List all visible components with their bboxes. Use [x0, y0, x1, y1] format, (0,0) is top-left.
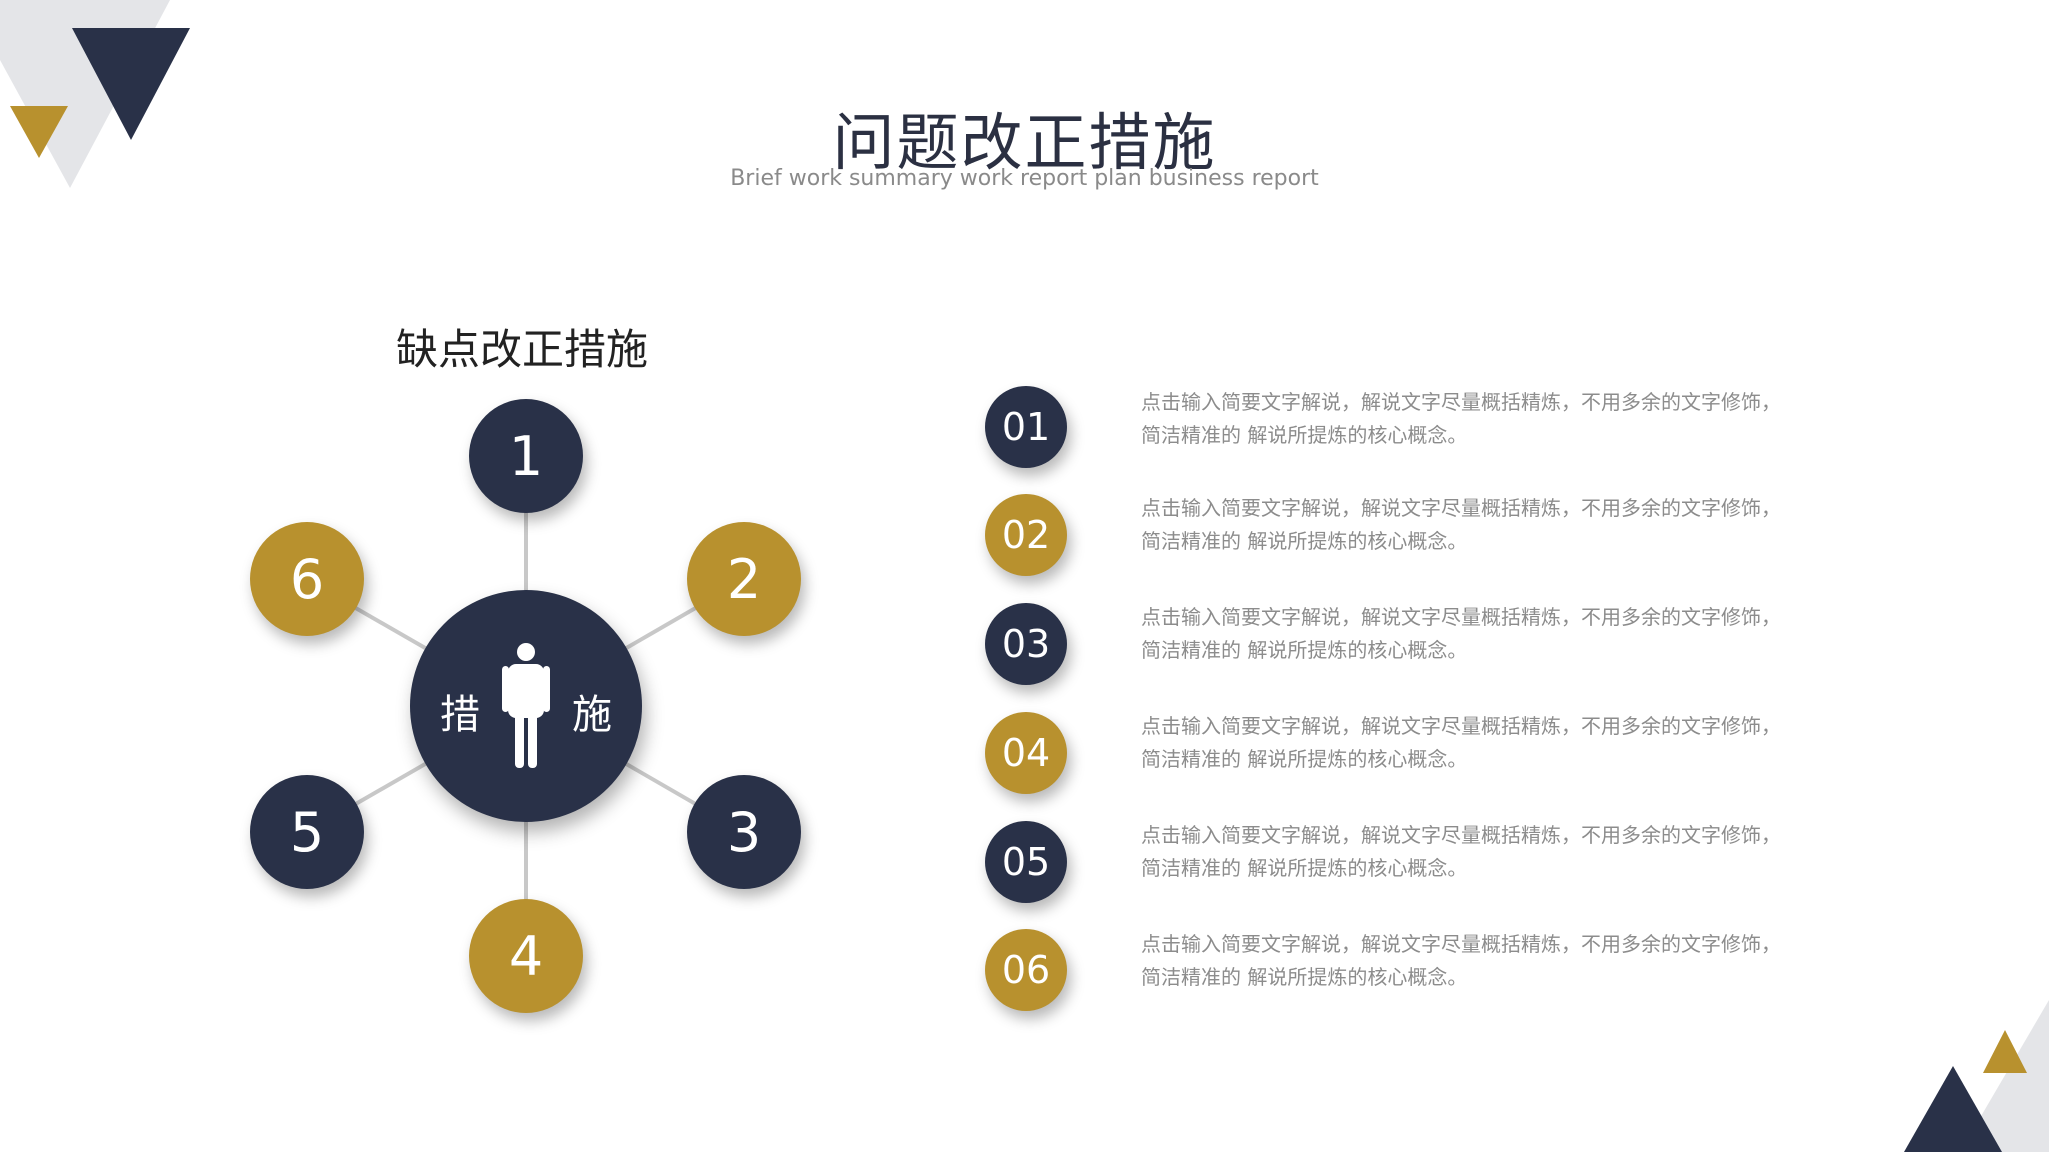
list-item-number: 05 [985, 821, 1067, 903]
list-item-text: 点击输入简要文字解说，解说文字尽量概括精炼，不用多余的文字修饰， 简洁精准的 解… [1141, 386, 1861, 452]
list-item-text: 点击输入简要文字解说，解说文字尽量概括精炼，不用多余的文字修饰， 简洁精准的 解… [1141, 819, 1861, 885]
diagram-node-3: 3 [687, 775, 801, 889]
hub-left-char: 措 [440, 692, 480, 738]
list-item-line: 点击输入简要文字解说，解说文字尽量概括精炼，不用多余的文字修饰， [1141, 605, 1781, 629]
person-icon [502, 643, 550, 768]
list-item-number: 02 [985, 494, 1067, 576]
bottom-right-navy-triangle [1904, 1066, 2002, 1152]
diagram-node-6: 6 [250, 522, 364, 636]
list-item-line: 简洁精准的 解说所提炼的核心概念。 [1141, 747, 1468, 771]
list-item-line: 简洁精准的 解说所提炼的核心概念。 [1141, 423, 1468, 447]
diagram-node-4: 4 [469, 899, 583, 1013]
list-item-number: 01 [985, 386, 1067, 468]
list-item-number: 03 [985, 603, 1067, 685]
list-item-line: 简洁精准的 解说所提炼的核心概念。 [1141, 965, 1468, 989]
page-title: 问题改正措施 [832, 106, 1217, 179]
list-item-text: 点击输入简要文字解说，解说文字尽量概括精炼，不用多余的文字修饰， 简洁精准的 解… [1141, 601, 1861, 667]
list-item-line: 简洁精准的 解说所提炼的核心概念。 [1141, 856, 1468, 880]
list-item-line: 简洁精准的 解说所提炼的核心概念。 [1141, 638, 1468, 662]
diagram-title: 缺点改正措施 [396, 325, 649, 374]
diagram-node-2: 2 [687, 522, 801, 636]
diagram-node-5: 5 [250, 775, 364, 889]
list-item-number: 06 [985, 929, 1067, 1011]
page-subtitle: Brief work summary work report plan busi… [730, 166, 1319, 191]
diagram-node-1: 1 [469, 399, 583, 513]
list-item-line: 点击输入简要文字解说，解说文字尽量概括精炼，不用多余的文字修饰， [1141, 823, 1781, 847]
list-item-text: 点击输入简要文字解说，解说文字尽量概括精炼，不用多余的文字修饰， 简洁精准的 解… [1141, 492, 1861, 558]
list-item-text: 点击输入简要文字解说，解说文字尽量概括精炼，不用多余的文字修饰， 简洁精准的 解… [1141, 928, 1861, 994]
hub-right-char: 施 [572, 692, 612, 738]
bottom-right-gold-triangle [1983, 1030, 2027, 1073]
list-item-line: 点击输入简要文字解说，解说文字尽量概括精炼，不用多余的文字修饰， [1141, 390, 1781, 414]
list-item-line: 点击输入简要文字解说，解说文字尽量概括精炼，不用多余的文字修饰， [1141, 496, 1781, 520]
list-item-line: 点击输入简要文字解说，解说文字尽量概括精炼，不用多余的文字修饰， [1141, 932, 1781, 956]
list-item-line: 简洁精准的 解说所提炼的核心概念。 [1141, 529, 1468, 553]
list-item-text: 点击输入简要文字解说，解说文字尽量概括精炼，不用多余的文字修饰， 简洁精准的 解… [1141, 710, 1861, 776]
bottom-right-gray-triangle [1960, 1000, 2049, 1152]
list-item-line: 点击输入简要文字解说，解说文字尽量概括精炼，不用多余的文字修饰， [1141, 714, 1781, 738]
hub-circle: 措 施 [410, 590, 642, 822]
list-item-number: 04 [985, 712, 1067, 794]
